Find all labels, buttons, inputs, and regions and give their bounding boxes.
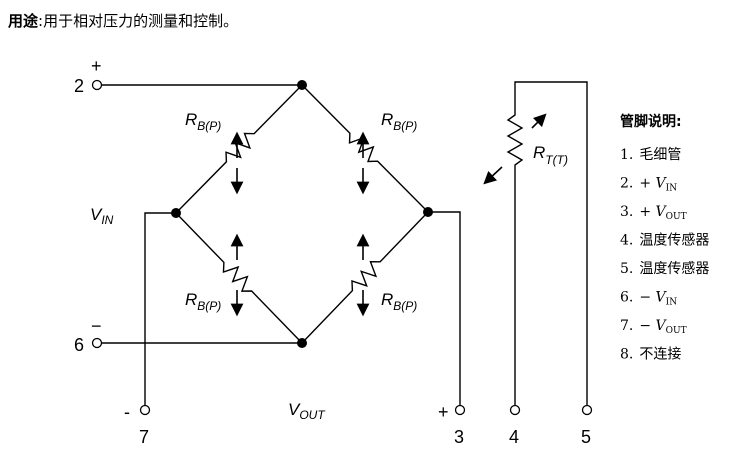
legend-title: 管脚说明: — [620, 113, 682, 130]
strain-resistor-top-right — [301, 84, 429, 213]
arrow-down-left-icon — [483, 166, 503, 185]
pin-7-label: 7 — [139, 427, 149, 447]
rb-label-bottom-left: RB(P) — [185, 290, 221, 313]
usage-title: 用途:用于相对压力的测量和控制。 — [8, 10, 238, 31]
rb-label-top-right: RB(P) — [381, 110, 417, 133]
pin-4-label: 4 — [509, 427, 519, 447]
node-left — [171, 208, 181, 218]
legend-item: 6.− VIN — [620, 290, 677, 308]
plus-sign: + — [91, 56, 102, 76]
legend-item: 3.+ VOUT — [620, 204, 687, 222]
strain-resistor-bottom-left — [175, 212, 303, 344]
pin-5-label: 5 — [581, 427, 591, 447]
pin-2-label: 2 — [74, 76, 84, 96]
pin-2-terminal — [91, 79, 103, 91]
rb-label-bottom-right: RB(P) — [381, 290, 417, 313]
pin-legend: 管脚说明: 1.毛细管 2.+ VIN 3.+ VOUT 4.温度传感器 5.温度传感器… — [620, 113, 709, 363]
pin-6-label: 6 — [74, 335, 84, 355]
legend-item: 8.不连接 — [620, 346, 681, 363]
rb-label-top-left: RB(P) — [185, 110, 221, 133]
pin-6-terminal — [91, 337, 103, 349]
node-top — [297, 80, 307, 90]
rt-label: RT(T) — [533, 143, 568, 167]
legend-item: 2.+ VIN — [620, 176, 677, 194]
minus-sign: - — [124, 402, 130, 422]
usage-text: :用于相对压力的测量和控制。 — [38, 12, 239, 30]
vout-label: VOUT — [288, 400, 326, 422]
vin-label: VIN — [90, 205, 114, 227]
strain-resistor-bottom-right — [301, 211, 429, 344]
legend-item: 4.温度传感器 — [620, 232, 709, 249]
usage-label: 用途 — [8, 12, 39, 30]
arrow-up-right-icon — [531, 113, 547, 129]
pin-3-label: 3 — [454, 427, 464, 447]
strain-resistor-top-left — [175, 84, 303, 214]
pin-7-terminal — [139, 404, 151, 416]
pin-4-terminal — [509, 404, 521, 416]
temperature-sensor-resistor — [506, 81, 588, 405]
pin-3-terminal — [454, 404, 466, 416]
node-bottom — [297, 338, 307, 348]
legend-item: 5.温度传感器 — [620, 260, 709, 277]
wire-pin7 — [144, 212, 176, 405]
node-right — [423, 207, 433, 217]
pin-5-terminal — [581, 404, 593, 416]
bridge-resistors — [175, 84, 429, 344]
wire-pin3 — [428, 211, 461, 405]
minus-sign: − — [91, 316, 102, 336]
legend-item: 1.毛细管 — [620, 147, 681, 163]
plus-sign: + — [438, 402, 449, 422]
legend-item: 7.− VOUT — [620, 318, 687, 336]
